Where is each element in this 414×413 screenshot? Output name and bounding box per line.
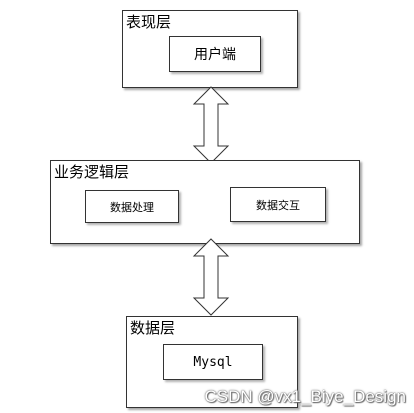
double-arrow-icon: [192, 238, 230, 316]
data-exchange-label: 数据交互: [256, 198, 300, 212]
user-client-box: 用户端: [169, 36, 261, 72]
double-arrow-icon: [192, 86, 230, 164]
presentation-layer-title: 表现层: [126, 13, 172, 31]
business-logic-layer: 业务逻辑层 数据处理 数据交互: [50, 160, 360, 244]
data-layer: 数据层 Mysql: [126, 316, 298, 408]
data-processing-box: 数据处理: [85, 190, 179, 223]
presentation-layer: 表现层 用户端: [122, 10, 298, 88]
data-processing-label: 数据处理: [110, 200, 154, 214]
mysql-box: Mysql: [163, 344, 263, 380]
data-exchange-box: 数据交互: [230, 187, 326, 222]
csdn-watermark: CSDN @vx1_Biye_Design: [204, 387, 406, 406]
user-client-label: 用户端: [194, 47, 236, 63]
business-logic-layer-title: 业务逻辑层: [54, 163, 130, 181]
mysql-label: Mysql: [193, 354, 233, 370]
data-layer-title: 数据层: [130, 319, 176, 337]
